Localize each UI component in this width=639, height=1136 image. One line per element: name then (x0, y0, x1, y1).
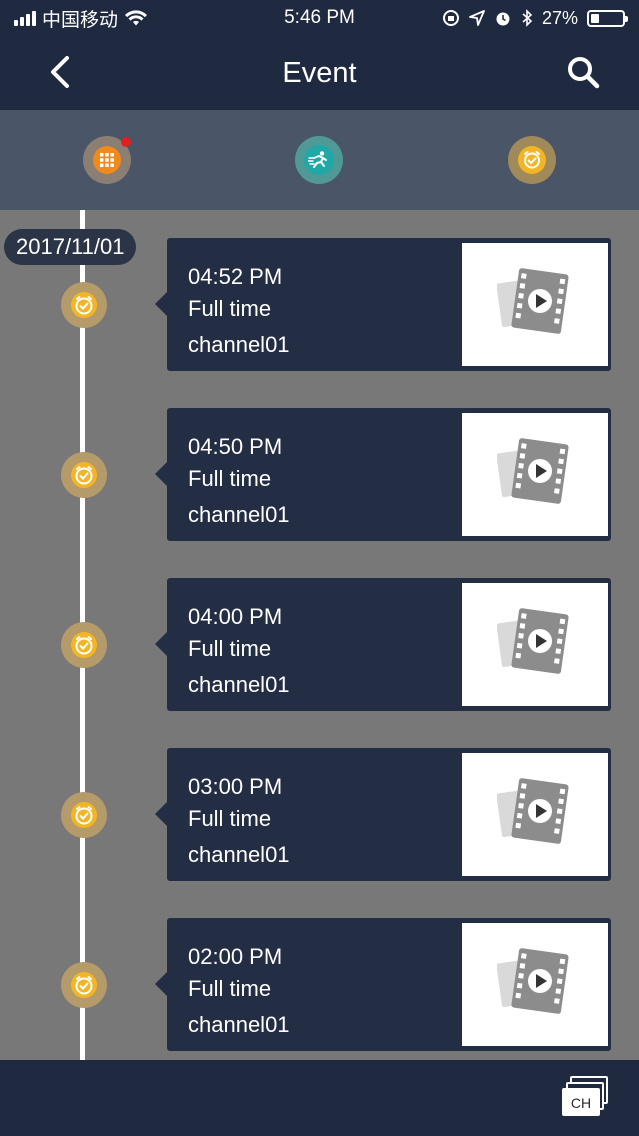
event-channel: channel01 (188, 1012, 290, 1037)
event-marker-clock-icon (61, 282, 107, 328)
location-icon (469, 10, 485, 26)
filter-all-button[interactable] (83, 136, 131, 184)
alarm-icon (496, 12, 510, 26)
motion-runner-icon (304, 145, 334, 175)
date-label: 2017/11/01 (4, 229, 137, 265)
bluetooth-icon (522, 9, 533, 27)
event-type: Full time (188, 296, 272, 321)
grid-icon (93, 146, 121, 174)
event-time: 03:00 PM (188, 774, 283, 799)
event-channel: channel01 (188, 502, 290, 527)
channel-select-button[interactable]: CH (560, 1076, 608, 1116)
video-play-icon (496, 437, 573, 512)
status-left: 中国移动 (14, 5, 148, 32)
event-marker-clock-icon (61, 962, 107, 1008)
event-time: 04:52 PM (188, 264, 283, 289)
clock-icon (518, 146, 546, 174)
wifi-icon (125, 10, 148, 26)
battery-level-fill (591, 13, 600, 23)
video-thumbnail[interactable] (462, 413, 608, 536)
nav-bar: Event (0, 36, 639, 110)
event-marker-clock-icon (61, 622, 107, 668)
video-thumbnail[interactable] (462, 583, 608, 706)
event-marker-clock-icon (61, 792, 107, 838)
event-time: 02:00 PM (188, 944, 283, 969)
status-right: 27% (442, 7, 628, 29)
chevron-left-icon (51, 56, 69, 88)
video-thumbnail[interactable] (462, 753, 608, 876)
signal-icon (14, 10, 36, 26)
event-channel: channel01 (188, 672, 290, 697)
event-marker-clock-icon (61, 452, 107, 498)
video-thumbnail[interactable] (462, 243, 608, 366)
event-filter-bar (0, 110, 639, 210)
event-card[interactable]: 03:00 PM Full time channel01 (155, 748, 611, 881)
notification-badge (121, 137, 131, 147)
orientation-lock-icon (442, 10, 459, 26)
event-card[interactable]: 04:00 PM Full time channel01 (155, 578, 611, 711)
video-play-icon (496, 777, 573, 852)
event-time: 04:50 PM (188, 434, 283, 459)
event-channel: channel01 (188, 332, 290, 357)
video-thumbnail[interactable] (462, 923, 608, 1046)
battery-percent: 27% (541, 7, 578, 28)
search-button[interactable] (561, 50, 605, 94)
back-button[interactable] (38, 50, 82, 94)
channel-button-label: CH (562, 1088, 600, 1116)
carrier-name: 中国移动 (42, 9, 119, 31)
status-bar: 中国移动 5:46 PM 27% (0, 0, 639, 36)
event-time: 04:00 PM (188, 604, 283, 629)
event-card[interactable]: 04:50 PM Full time channel01 (155, 408, 611, 541)
bottom-bar: CH (0, 1060, 639, 1136)
event-type: Full time (188, 976, 272, 1001)
event-card[interactable]: 02:00 PM Full time channel01 (155, 918, 611, 1051)
event-channel: channel01 (188, 842, 290, 867)
video-play-icon (496, 267, 573, 342)
event-type: Full time (188, 806, 272, 831)
event-type: Full time (188, 466, 272, 491)
filter-time-button[interactable] (508, 136, 556, 184)
page-title: Event (282, 56, 357, 89)
battery-icon (587, 9, 628, 27)
search-icon (568, 57, 600, 89)
event-card[interactable]: 04:52 PM Full time channel01 (155, 238, 611, 371)
video-play-icon (496, 947, 573, 1022)
filter-motion-button[interactable] (295, 136, 343, 184)
event-type: Full time (188, 636, 272, 661)
video-play-icon (496, 607, 573, 682)
